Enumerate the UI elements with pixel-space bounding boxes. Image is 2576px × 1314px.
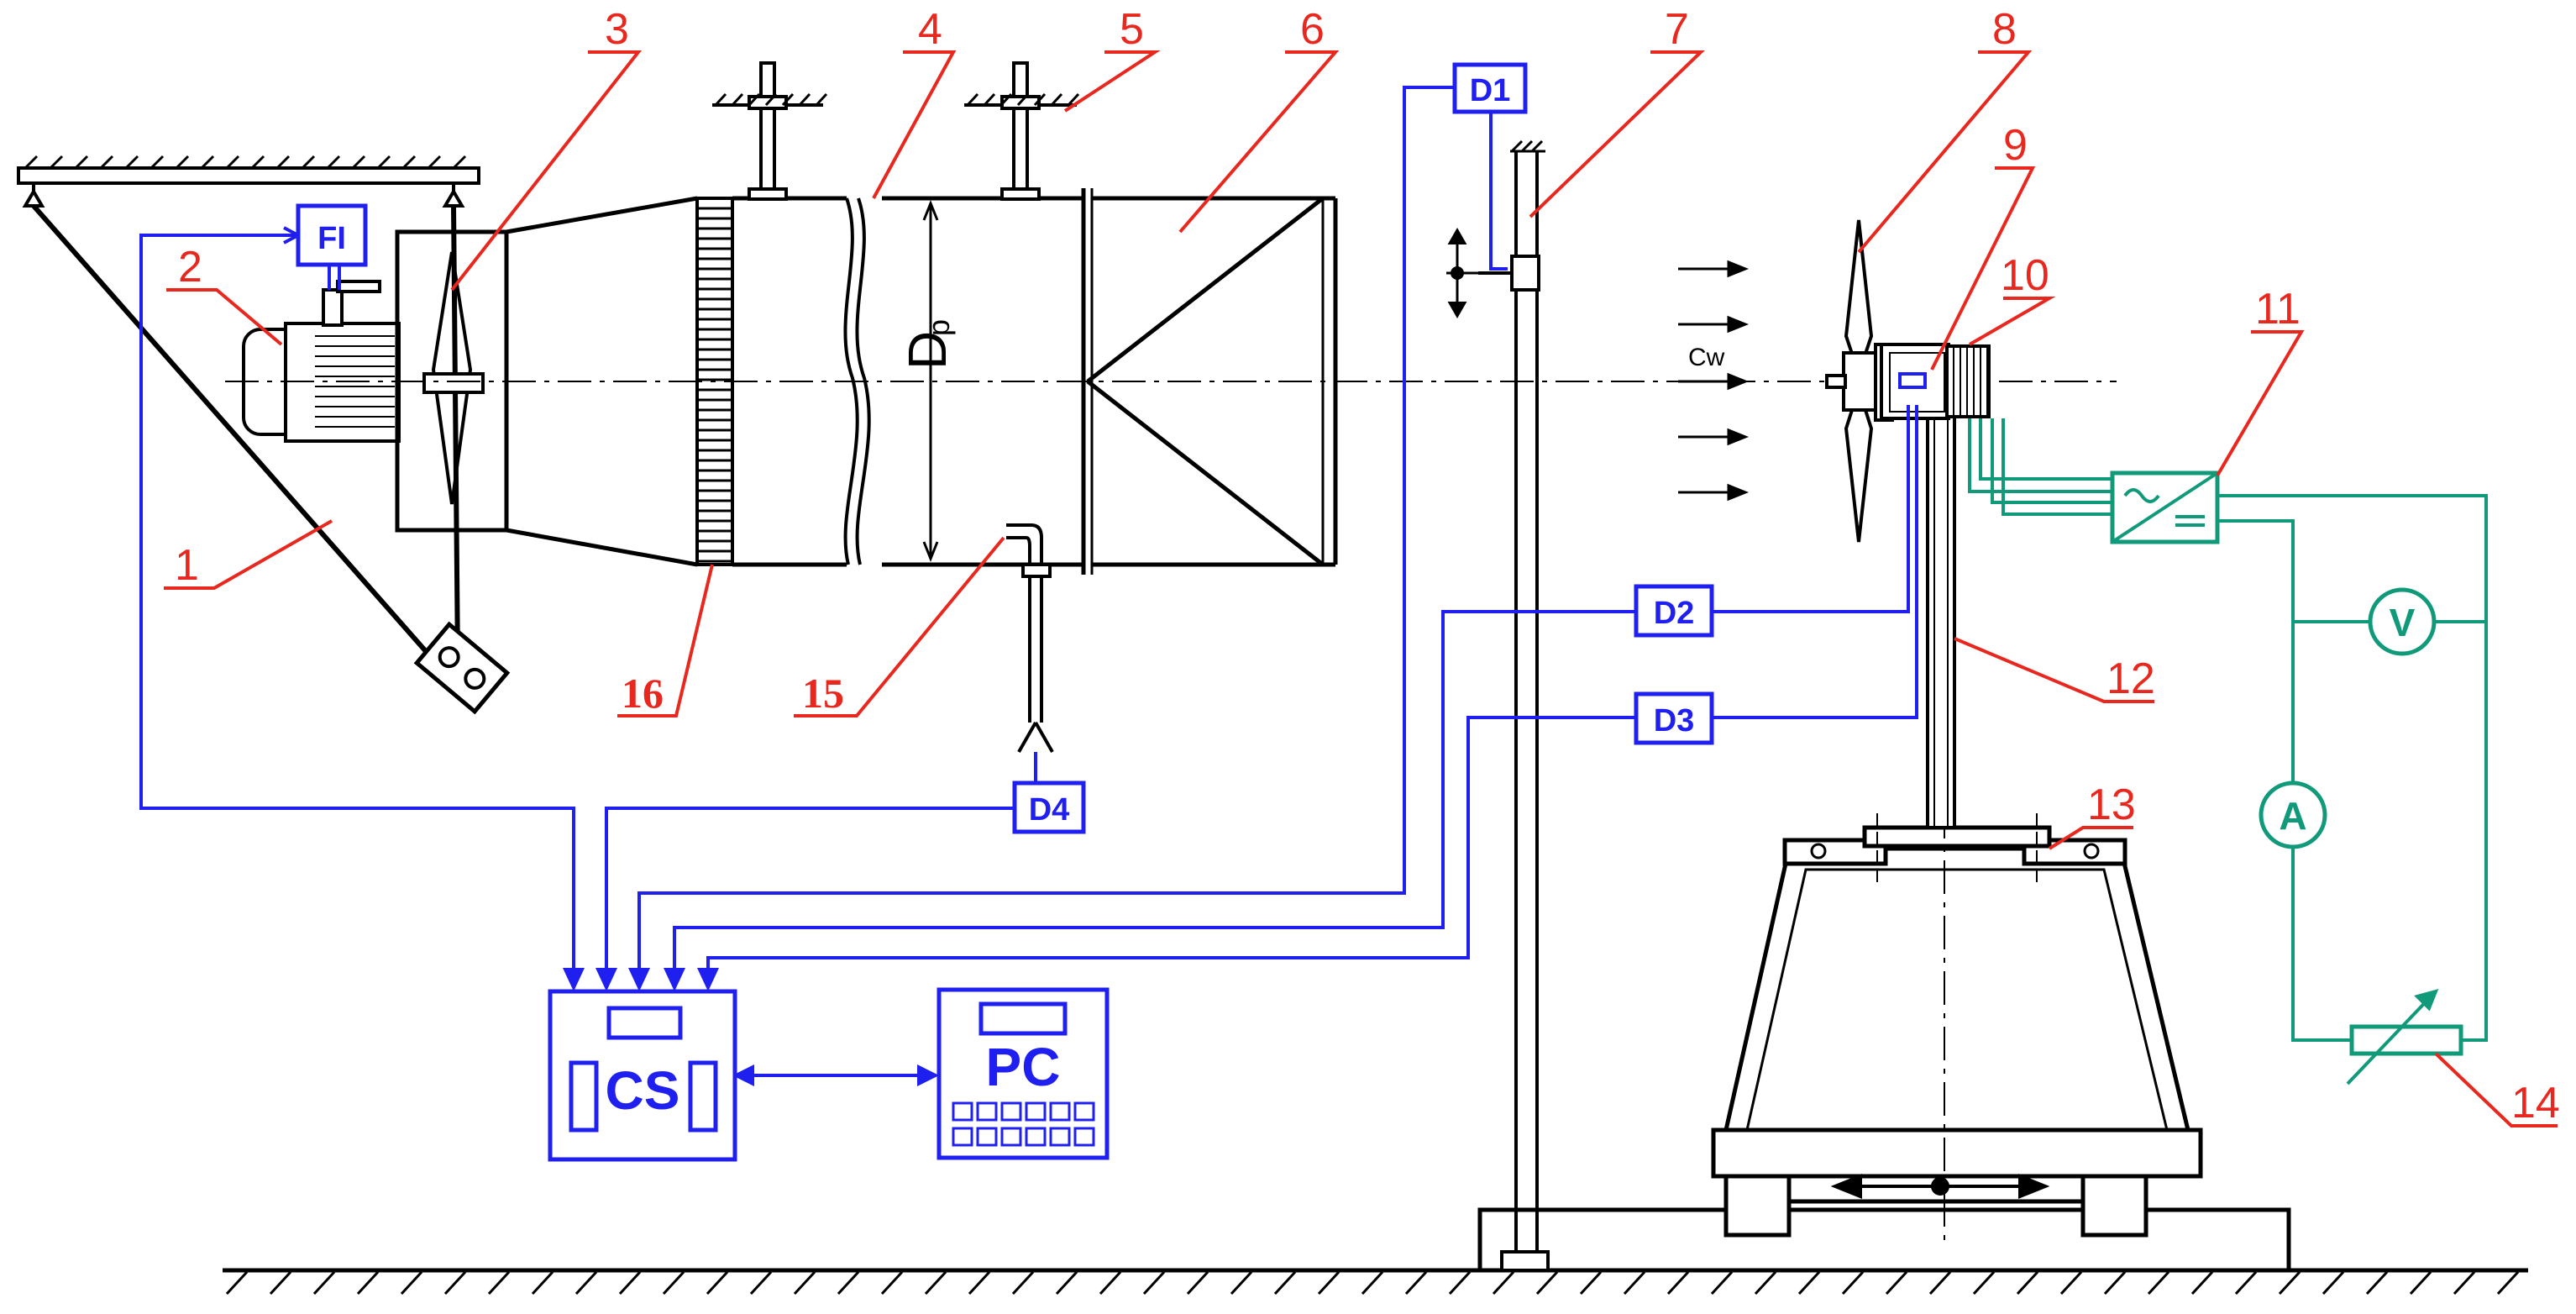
sensor-d1: D1 <box>1452 62 1528 114</box>
svg-text:D3: D3 <box>1654 703 1695 738</box>
flow-indicator-fi: FI <box>296 203 368 267</box>
sensor-d2: D2 <box>1634 584 1714 638</box>
electrical-circuit <box>1968 418 2488 1085</box>
base-platform <box>1477 1207 2291 1270</box>
pc-computer <box>936 987 1110 1160</box>
turbine-test-bench <box>1711 813 2203 1238</box>
label-2: 2 <box>178 243 202 292</box>
label-10: 10 <box>2001 251 2049 300</box>
svg-text:D2: D2 <box>1654 596 1695 631</box>
ammeter-label: A <box>2279 794 2306 838</box>
sensor-d4: D4 <box>1012 781 1086 834</box>
svg-text:D4: D4 <box>1029 792 1070 828</box>
leader-lines <box>164 50 2558 1127</box>
svg-text:FI: FI <box>317 221 346 256</box>
turbine-tower <box>1926 393 1956 829</box>
control-system-cs <box>548 989 737 1162</box>
wind-speed-label: Cw <box>1688 344 1725 371</box>
ceiling-support <box>17 155 480 208</box>
diameter-subscript: p <box>921 319 956 336</box>
label-11: 11 <box>2255 285 2301 334</box>
pc-label: PC <box>986 1037 1061 1097</box>
label-7: 7 <box>1665 5 1689 54</box>
sensor-d3: D3 <box>1634 691 1714 745</box>
traverse-arrow <box>1830 1174 2050 1199</box>
turbine-nacelle-generator <box>1880 343 1991 420</box>
label-16: 16 <box>622 670 664 717</box>
label-8: 8 <box>1992 5 2017 54</box>
label-12: 12 <box>2106 654 2155 703</box>
label-1: 1 <box>175 541 199 590</box>
ground <box>223 1268 2528 1296</box>
label-3: 3 <box>605 5 629 54</box>
svg-text:D1: D1 <box>1470 73 1511 108</box>
cs-label: CS <box>606 1060 680 1121</box>
pitot-tube <box>1006 523 1054 753</box>
label-6: 6 <box>1300 5 1325 54</box>
fan-motor <box>242 280 401 443</box>
wind-flow-arrows <box>1678 260 1750 502</box>
signal-arrowheads <box>563 968 939 1086</box>
sensor-stand <box>1446 139 1550 1272</box>
voltmeter-label: V <box>2390 601 2416 644</box>
label-9: 9 <box>2003 121 2028 170</box>
component-numbers: 1 2 3 4 5 6 7 8 9 10 11 12 13 14 15 16 <box>175 5 2560 1127</box>
signal-wiring <box>139 86 1918 1077</box>
hanger-rods <box>712 61 1080 201</box>
label-4: 4 <box>918 5 942 54</box>
label-5: 5 <box>1120 5 1144 54</box>
label-13: 13 <box>2087 781 2136 829</box>
label-15: 15 <box>802 670 844 717</box>
diameter-label: D <box>897 331 957 370</box>
frame-strut <box>31 204 511 715</box>
label-14: 14 <box>2511 1079 2560 1127</box>
nozzle-outlet <box>1086 196 1338 567</box>
